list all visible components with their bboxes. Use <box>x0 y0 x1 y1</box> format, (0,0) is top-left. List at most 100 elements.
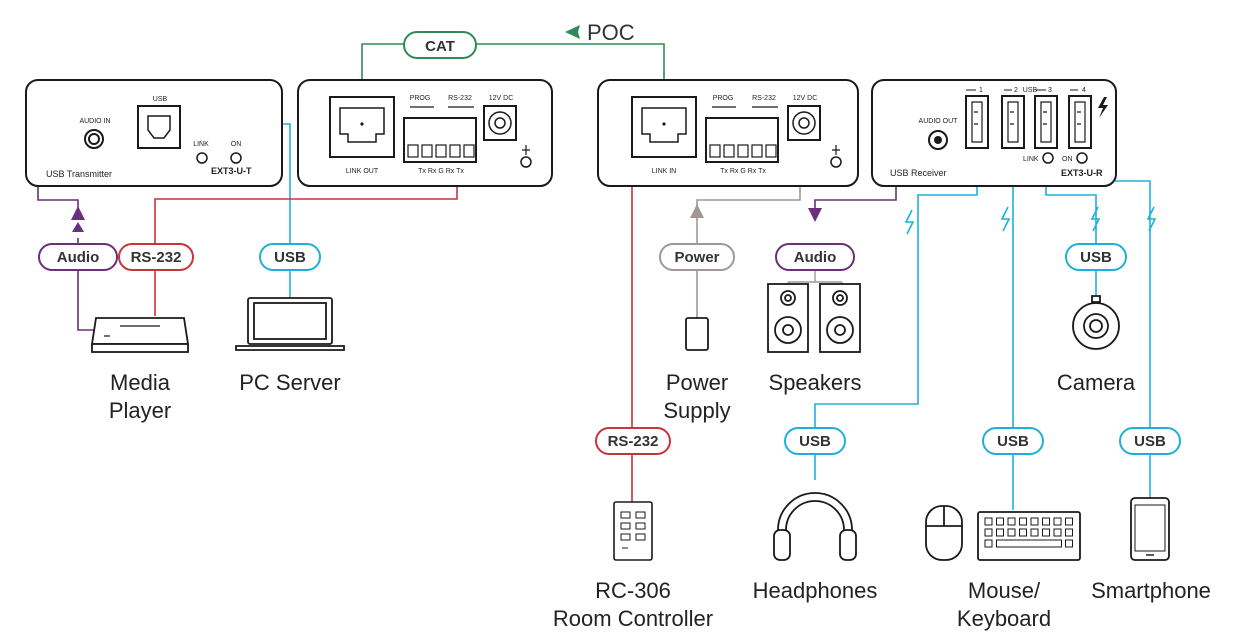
svg-text:USB: USB <box>153 96 168 103</box>
camera-caption: Camera <box>1057 370 1136 395</box>
svg-text:USB: USB <box>997 433 1029 450</box>
power-supply-caption: Power <box>666 370 728 395</box>
svg-text:AUDIO OUT: AUDIO OUT <box>919 118 959 125</box>
svg-text:CAT: CAT <box>425 38 455 55</box>
svg-text:AUDIO IN: AUDIO IN <box>79 118 110 125</box>
rc306-caption: RC-306 <box>595 578 671 603</box>
svg-text:ON: ON <box>1062 156 1073 163</box>
keyboard-key <box>1019 517 1027 526</box>
keyboard-key <box>1030 528 1039 537</box>
rc306-caption: Room Controller <box>553 606 713 631</box>
keyboard-key <box>996 528 1004 537</box>
svg-text:PROG: PROG <box>713 95 734 102</box>
svg-text:RS-232: RS-232 <box>608 433 659 450</box>
cat-pill: CAT <box>403 31 477 59</box>
media-player-caption: Player <box>109 398 171 423</box>
ground-icon <box>520 156 532 168</box>
power-supply-icon <box>685 317 709 351</box>
audio-pill-left: Audio <box>38 243 118 271</box>
mouse-icon <box>925 505 963 561</box>
keyboard-key <box>1065 528 1073 537</box>
svg-text:USB: USB <box>1023 87 1038 94</box>
usb-receiver: AUDIO OUT USB Receiver 1 2 USB 3 4 LINK … <box>871 79 1117 187</box>
link-led <box>196 152 208 164</box>
svg-text:12V DC: 12V DC <box>489 95 514 102</box>
on-led <box>230 152 242 164</box>
headphones-icon <box>773 492 857 561</box>
laptop-icon <box>235 297 345 351</box>
svg-text:USB: USB <box>799 433 831 450</box>
svg-text:LINK: LINK <box>193 141 209 148</box>
svg-text:1: 1 <box>979 87 983 94</box>
svg-text:ON: ON <box>231 141 242 148</box>
poc-indicator: POC <box>565 20 635 45</box>
keyboard-key <box>1042 528 1050 537</box>
keyboard-key <box>984 539 993 548</box>
svg-text:4: 4 <box>1082 87 1086 94</box>
smartphone-caption: Smartphone <box>1091 578 1211 603</box>
on-led <box>1076 152 1088 164</box>
usb-port-1 <box>965 95 989 149</box>
svg-text:USB: USB <box>1134 433 1166 450</box>
svg-text:EXT3-U-T: EXT3-U-T <box>211 166 252 176</box>
svg-text:LINK OUT: LINK OUT <box>346 168 379 175</box>
keyboard-key <box>1053 528 1062 537</box>
link-led <box>1042 152 1054 164</box>
svg-text:12V DC: 12V DC <box>793 95 818 102</box>
rs232-pill-left: RS-232 <box>118 243 194 271</box>
transmitter-back-panel: LINK OUT PROG RS-232 Tx Rx G Rx Tx 12V D… <box>297 79 553 187</box>
keyboard-key <box>1019 528 1027 537</box>
smartphone-icon <box>1130 497 1170 561</box>
svg-text:Audio: Audio <box>57 249 100 266</box>
usb-b-port <box>137 105 181 149</box>
media-player-icon <box>90 317 190 353</box>
mouse-keyboard-caption: Keyboard <box>957 606 1051 631</box>
svg-text:USB Transmitter: USB Transmitter <box>46 169 112 179</box>
media-player-caption: Media <box>110 370 171 395</box>
svg-text:2: 2 <box>1014 87 1018 94</box>
keyboard-icon <box>977 511 1081 561</box>
usb-pill-left: USB <box>259 243 321 271</box>
power-supply-caption: Supply <box>663 398 730 423</box>
usb-pill-phone: USB <box>1119 427 1181 455</box>
svg-text:LINK: LINK <box>1023 156 1039 163</box>
receiver-back-panel: LINK IN PROG RS-232 Tx Rx G Rx Tx 12V DC <box>597 79 859 187</box>
rs232-pill-bottom: RS-232 <box>595 427 671 455</box>
svg-text:PROG: PROG <box>410 95 431 102</box>
usb-pill-keyboard: USB <box>982 427 1044 455</box>
ground-icon <box>830 156 842 168</box>
svg-text:USB: USB <box>1080 249 1112 266</box>
svg-text:RS-232: RS-232 <box>448 95 472 102</box>
svg-text:3: 3 <box>1048 87 1052 94</box>
room-controller-icon <box>613 501 653 561</box>
usb-port-4 <box>1068 95 1092 149</box>
camera-icon <box>1072 295 1120 350</box>
usb-port-3 <box>1034 95 1058 149</box>
svg-text:USB Receiver: USB Receiver <box>890 168 947 178</box>
svg-text:RS-232: RS-232 <box>752 95 776 102</box>
keyboard-key <box>1030 517 1039 526</box>
speakers-icon <box>767 283 861 353</box>
svg-text:Power: Power <box>674 249 719 266</box>
svg-text:EXT3-U-R: EXT3-U-R <box>1061 168 1103 178</box>
keyboard-key <box>1065 539 1073 548</box>
usb-cable-headphones <box>814 150 978 480</box>
svg-text:Tx Rx G Rx Tx: Tx Rx G Rx Tx <box>418 168 464 175</box>
cat-cable <box>361 43 665 100</box>
keyboard-spacebar <box>996 539 1062 548</box>
svg-text:USB: USB <box>274 249 306 266</box>
keyboard-key <box>1007 528 1016 537</box>
keyboard-key <box>1007 517 1016 526</box>
audio-pill-right: Audio <box>775 243 855 271</box>
usb-pill-camera: USB <box>1065 243 1127 271</box>
svg-text:RS-232: RS-232 <box>131 249 182 266</box>
captions: Media Player PC Server Power Supply Spea… <box>109 370 1211 631</box>
keyboard-key <box>1065 517 1073 526</box>
usb-transmitter: AUDIO IN USB LINK ON USB Transmitter EXT… <box>25 79 283 187</box>
keyboard-key <box>1053 517 1062 526</box>
svg-text:Audio: Audio <box>794 249 837 266</box>
usb-pill-headphones: USB <box>784 427 846 455</box>
power-pill: Power <box>659 243 735 271</box>
power-bolt-icon <box>1098 97 1108 118</box>
